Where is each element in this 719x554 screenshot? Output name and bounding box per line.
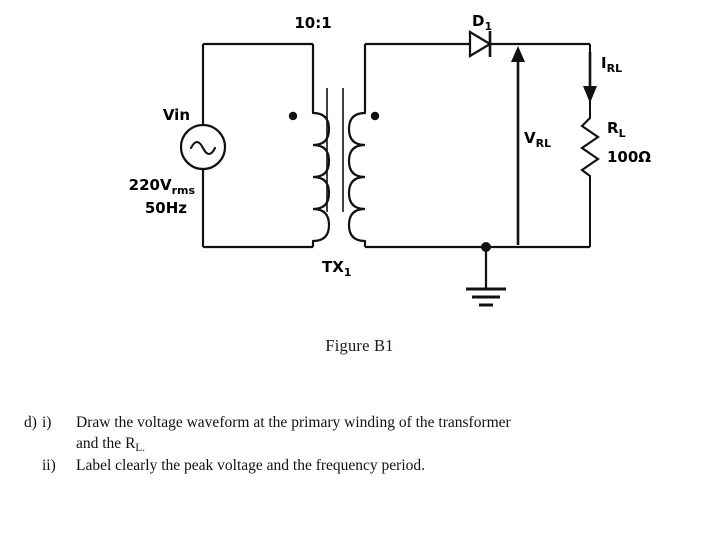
question-block: d) i) Draw the voltage waveform at the p… xyxy=(0,412,719,476)
load-current-arrow-head xyxy=(583,86,597,103)
diode-triangle xyxy=(468,30,493,58)
source-voltage-label: 220Vrms xyxy=(129,176,196,197)
question-item-ii: ii) Label clearly the peak voltage and t… xyxy=(0,455,719,476)
resistor-name-label: RL xyxy=(607,119,626,140)
turns-ratio-label: 10:1 xyxy=(294,14,331,32)
question-text-i: Draw the voltage waveform at the primary… xyxy=(76,414,511,431)
source-frequency-label: 50Hz xyxy=(145,199,187,217)
circuit-figure: 10:1 Vin 220Vrms 50Hz TX1 D1 IRL VRL RL … xyxy=(129,12,651,307)
source-voltage-value: 220V xyxy=(129,176,172,194)
diode-name-label: D1 xyxy=(472,12,492,33)
load-current-label: IRL xyxy=(601,54,622,75)
question-marker-i: i) xyxy=(42,414,52,431)
figure-caption: Figure B1 xyxy=(325,336,394,355)
circuit-schematic: 10:1 Vin 220Vrms 50Hz TX1 D1 IRL VRL RL … xyxy=(129,12,651,307)
load-voltage-label: VRL xyxy=(524,129,551,150)
transformer-name-sub: 1 xyxy=(344,266,352,279)
load-voltage-arrow-head xyxy=(511,46,525,62)
question-marker-d: d) xyxy=(24,414,37,431)
load-voltage-sub: RL xyxy=(536,137,551,150)
secondary-polarity-dot xyxy=(370,111,380,121)
diode-name-value: D xyxy=(472,12,484,30)
question-text-i-line2-sub: L. xyxy=(135,442,146,455)
load-resistor-symbol xyxy=(580,116,600,178)
resistor-name-value: R xyxy=(607,119,619,137)
question-item-i: d) i) Draw the voltage waveform at the p… xyxy=(0,412,719,433)
question-marker-ii: ii) xyxy=(42,456,56,474)
transformer-name-label: TX1 xyxy=(322,258,351,279)
load-current-value: I xyxy=(601,54,607,72)
resistor-value-label: 100Ω xyxy=(607,148,651,166)
load-current-sub: RL xyxy=(607,62,622,75)
transformer-secondary-winding xyxy=(347,111,367,243)
source-voltage-sub: rms xyxy=(172,184,196,197)
question-item-i-line2: and the RL. xyxy=(0,433,719,454)
load-voltage-value: V xyxy=(524,129,536,147)
source-name-label: Vin xyxy=(163,106,190,124)
ac-sine-glyph xyxy=(189,140,217,156)
primary-polarity-dot xyxy=(288,111,298,121)
diode-name-sub: 1 xyxy=(484,20,492,33)
question-text-i-line2-prefix: and the R xyxy=(76,435,136,453)
transformer-name-value: TX xyxy=(322,258,344,276)
question-text-ii: Label clearly the peak voltage and the f… xyxy=(76,456,426,474)
resistor-name-sub: L xyxy=(619,127,626,140)
